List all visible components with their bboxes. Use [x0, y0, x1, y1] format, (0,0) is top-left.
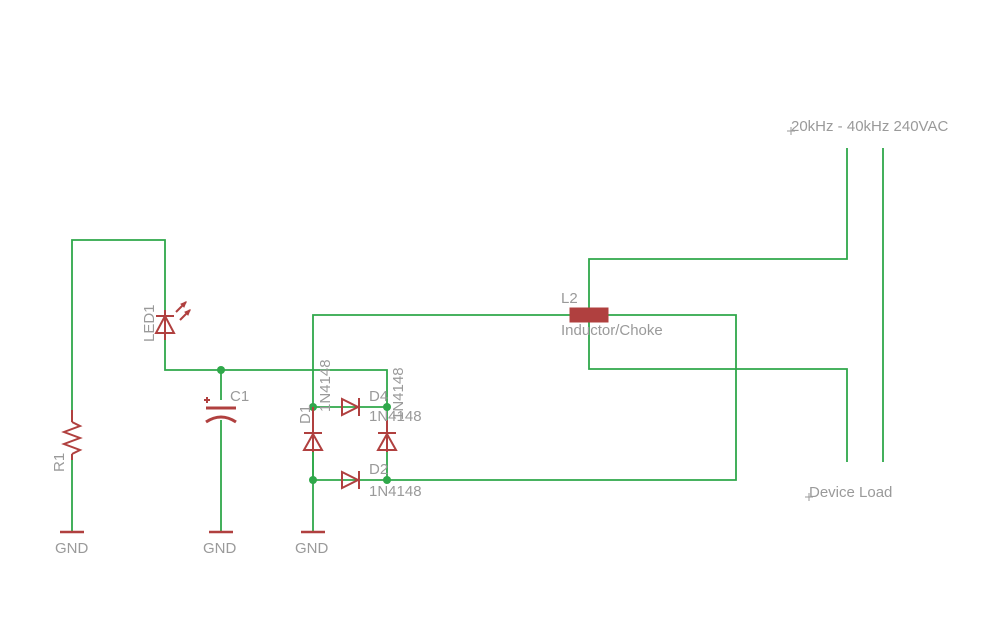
wire-led-bridge-top[interactable] — [164, 340, 388, 420]
source-label: 20kHz - 40kHz 240VAC — [791, 118, 948, 135]
d4-name-label: D4 — [369, 388, 388, 405]
d2-value-label: 1N4148 — [369, 483, 422, 500]
capacitor-c1[interactable] — [204, 397, 237, 424]
junctions — [217, 366, 391, 484]
diode-d2[interactable] — [341, 470, 361, 490]
wires — [71, 148, 884, 532]
l2-name-label: L2 — [561, 290, 578, 307]
diode-d4[interactable] — [341, 397, 361, 417]
d1-name-label: D1 — [297, 405, 314, 424]
led1-label: LED1 — [141, 304, 158, 342]
gnd-r1-label: GND — [55, 540, 89, 557]
wire-bridge-l2[interactable] — [312, 314, 570, 480]
d4-value-label: 1N4148 — [369, 408, 422, 425]
diode-d3[interactable] — [376, 420, 398, 452]
source-origin-marker — [787, 127, 795, 135]
r1-label: R1 — [51, 453, 68, 472]
diode-d1[interactable] — [302, 407, 324, 452]
c1-label: C1 — [230, 388, 249, 405]
load-origin-marker — [805, 493, 813, 501]
load-label: Device Load — [809, 484, 892, 501]
d1-value-label: 1N4148 — [317, 359, 334, 412]
led-led1[interactable] — [154, 301, 191, 340]
wire-r1-led[interactable] — [71, 239, 166, 410]
junction-c1 — [217, 366, 225, 374]
resistor-r1[interactable] — [61, 410, 83, 460]
inductor-l2[interactable] — [569, 307, 609, 323]
gnd-c1-label: GND — [203, 540, 237, 557]
junction-d3-top — [383, 403, 391, 411]
d2-name-label: D2 — [369, 461, 388, 478]
d3-value-label: 1N4148 — [390, 367, 407, 420]
junction-d3-bottom — [383, 476, 391, 484]
gnd-bridge-label: GND — [295, 540, 329, 557]
l2-value-label: Inductor/Choke — [561, 322, 663, 339]
wire-source-to-l2[interactable] — [588, 148, 848, 315]
wire-l2-to-load[interactable] — [588, 315, 848, 462]
wire-l2-bridge-bottom[interactable] — [386, 314, 737, 481]
junction-d1-bottom — [309, 476, 317, 484]
